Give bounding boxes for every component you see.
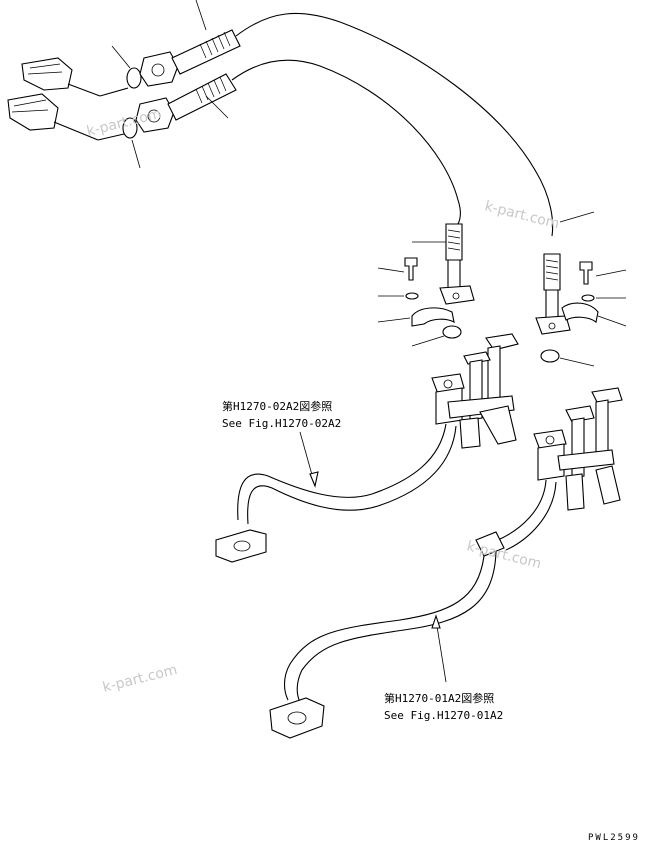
washer-right	[581, 294, 595, 302]
o-ring-left-valve	[442, 325, 462, 339]
watermark: k-part.com	[465, 538, 543, 572]
right-bolt-washer-clamp	[561, 261, 627, 327]
flange-head-lower	[135, 97, 175, 133]
washer-left	[405, 292, 419, 300]
reference-upper-jp: 第H1270-02A2図参照	[222, 399, 332, 413]
reference-lower-en: See Fig.H1270-01A2	[384, 709, 503, 722]
left-bolt-washer-clamp	[377, 257, 455, 327]
split-clamp-left	[411, 307, 455, 327]
watermark: k-part.com	[85, 106, 163, 140]
watermark: k-part.com	[101, 662, 179, 696]
elbow-fitting-lower	[7, 93, 99, 141]
reference-lower-jp: 第H1270-01A2図参照	[384, 691, 494, 705]
bolt-right	[579, 261, 593, 285]
bolt-left	[404, 257, 418, 281]
hose-ferrule-lower	[167, 73, 237, 121]
split-clamp-right	[561, 302, 599, 323]
o-ring-lower	[122, 117, 138, 139]
left-valve-block	[431, 333, 519, 449]
right-hose-end-assembly	[535, 211, 595, 335]
long-hoses	[231, 12, 554, 237]
right-valve-block	[533, 387, 623, 511]
o-ring-right-valve	[540, 349, 560, 363]
elbow-fitting-upper	[21, 57, 101, 97]
left-valve-pipe	[215, 423, 457, 563]
right-valve-pipe	[269, 479, 557, 739]
left-hose-end-assembly	[412, 223, 475, 305]
upper-left-hose-group	[7, 0, 241, 169]
o-ring-upper	[126, 67, 142, 89]
reference-upper-en: See Fig.H1270-02A2	[222, 417, 341, 430]
hose-ferrule-upper	[171, 29, 241, 75]
reference-arrow-lower	[435, 619, 447, 683]
flange-head-upper	[139, 51, 179, 87]
drawing-code: PWL2599	[588, 833, 640, 843]
